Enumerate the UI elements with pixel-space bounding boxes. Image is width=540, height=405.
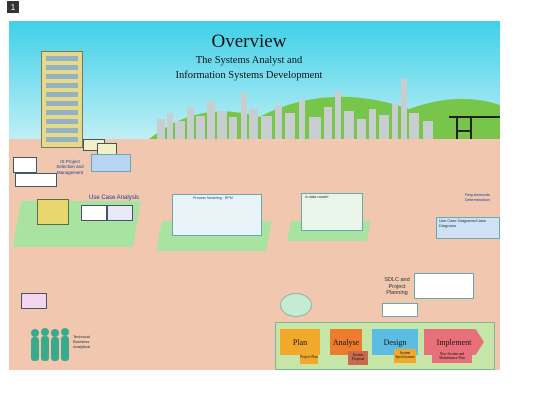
- phase-analyse-label: Analyse: [332, 337, 360, 347]
- data-model-panel[interactable]: A data model: [301, 193, 363, 231]
- globe-note: [280, 293, 312, 317]
- business-analyst-label: Technical Business Analytical: [73, 334, 91, 349]
- subtitle-line-1: The Systems Analyst and: [195, 55, 303, 66]
- left-info-note: [13, 157, 37, 173]
- plan-table-panel: [382, 303, 418, 317]
- use-case-diagrams-label: Use Case Diagrams/Class Diagrams: [439, 218, 486, 228]
- phase-implement-label: Implement: [436, 337, 472, 347]
- project-list-note: [15, 173, 57, 187]
- process-modeling-label: Process Modeling - RPM: [193, 196, 233, 200]
- gantt-chart-panel[interactable]: [414, 273, 474, 299]
- house-building[interactable]: [37, 199, 69, 225]
- phase-analyse-detail: System Proposal: [348, 351, 368, 365]
- requirements-label[interactable]: Requirements Determination: [465, 192, 490, 202]
- phase-design-label: Design: [383, 337, 407, 347]
- subtitle-line-2: Information Systems Development: [175, 70, 323, 81]
- phase-implement[interactable]: Implement: [424, 329, 484, 355]
- slide-number-badge: 1: [7, 1, 19, 13]
- skyline-illustration: [149, 79, 500, 141]
- use-case-diagram[interactable]: [81, 205, 107, 221]
- page-title: Overview: [211, 31, 287, 52]
- phase-implement-detail: New System and Maintenance Plan: [432, 351, 472, 363]
- use-case-diagrams-panel[interactable]: Use Case Diagrams/Class Diagrams: [436, 217, 500, 239]
- process-modeling-panel[interactable]: Process Modeling - RPM: [172, 194, 262, 236]
- use-case-form[interactable]: [107, 205, 133, 221]
- overview-slide: Overview The Systems Analyst and Informa…: [9, 21, 500, 370]
- sdlc-project-label[interactable]: SDLC and Project Planning: [384, 277, 410, 297]
- project-selection-label[interactable]: IS Project Selection and Management: [56, 159, 84, 175]
- phase-design-detail: System Specification: [394, 349, 416, 363]
- use-case-label[interactable]: Use Case Analysis: [89, 195, 140, 201]
- team-silhouettes: [31, 328, 69, 361]
- project-selection-panel: [91, 154, 131, 172]
- sdlc-phase-strip: Plan Project Plan Analyse System Proposa…: [275, 322, 495, 370]
- sticky-notes: [21, 293, 47, 309]
- phase-analyse[interactable]: Analyse: [330, 329, 362, 355]
- phase-plan[interactable]: Plan: [280, 329, 320, 355]
- data-model-label: A data model: [305, 194, 329, 199]
- office-tower[interactable]: [41, 51, 83, 148]
- phase-plan-detail: Project Plan: [300, 352, 318, 364]
- phase-plan-label: Plan: [292, 337, 308, 347]
